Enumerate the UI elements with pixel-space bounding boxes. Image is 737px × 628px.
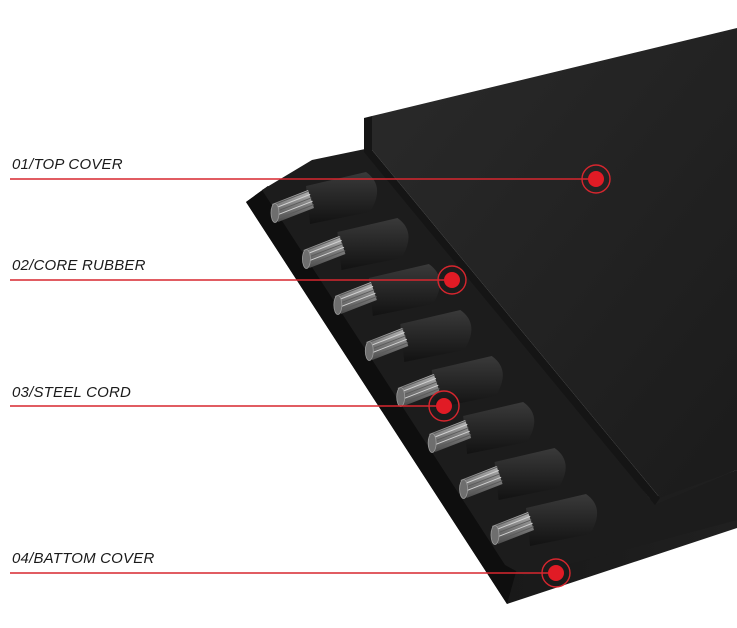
steel-cord-bundle [364,328,409,361]
core-rubber-ridge [306,172,378,224]
core-rubber-ridge [526,494,598,546]
core-rubber-ridge [463,402,535,454]
marker-ring-steel-cord [428,390,460,422]
core-rubber-ridge [431,356,503,408]
marker-dot-top-cover [588,171,604,187]
marker-dot-bottom-cover [548,565,564,581]
label-core-rubber: 02/CORE RUBBER [12,257,146,274]
steel-cord-bundle [427,420,472,453]
steel-cord-bundle [302,236,346,269]
marker-ring-top-cover [581,164,611,194]
belt-top-cover [364,28,737,505]
label-bottom-cover: 04/BATTOM COVER [12,550,155,567]
steel-cords [270,190,534,545]
core-rubber-ridge [494,448,566,500]
steel-cord-bundle [333,282,377,315]
core-rubber-ridge [337,218,409,270]
label-top-cover: 01/TOP COVER [12,156,123,173]
core-rubber-ridge [368,264,440,316]
callout-bottom-cover [10,558,571,588]
core-rubber-ridge [400,310,472,362]
marker-ring-bottom-cover [541,558,571,588]
steel-cord-bundle [490,512,534,545]
marker-dot-core-rubber [444,272,460,288]
steel-cord-bundle [396,374,440,407]
callout-top-cover [10,164,611,194]
marker-dot-steel-cord [436,398,452,414]
core-rubber-ridges [306,172,598,546]
callout-core-rubber [10,265,467,295]
steel-cord-bundle [459,466,503,499]
steel-cord-bundle [270,190,314,223]
marker-ring-core-rubber [437,265,467,295]
callout-steel-cord [10,390,460,422]
label-steel-cord: 03/STEEL CORD [12,384,132,401]
